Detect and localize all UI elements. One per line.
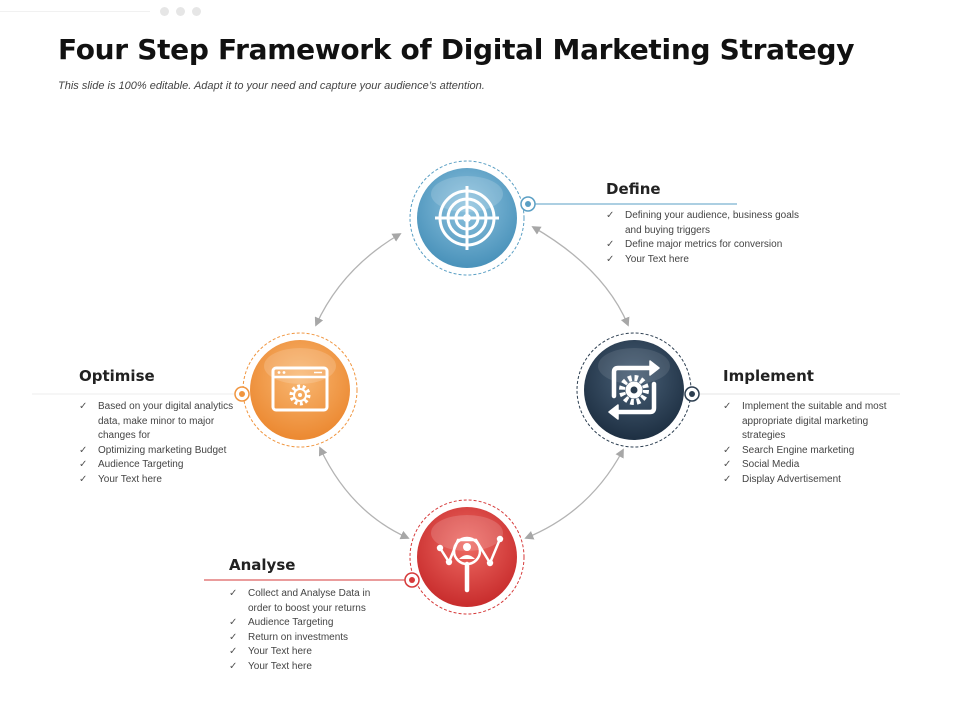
top-rule bbox=[0, 11, 150, 12]
list-item: Your Text here bbox=[606, 253, 806, 268]
slide-top-decoration bbox=[0, 0, 960, 22]
optimise-marker bbox=[234, 386, 250, 402]
define-heading: Define bbox=[606, 180, 661, 198]
list-item: Optimizing marketing Budget bbox=[79, 444, 244, 459]
analyse-bullet-list: Collect and Analyse Data in order to boo… bbox=[229, 587, 389, 674]
analyse-node bbox=[409, 499, 525, 615]
list-item: Audience Targeting bbox=[229, 616, 389, 631]
list-item: Your Text here bbox=[79, 473, 244, 488]
list-item: Return on investments bbox=[229, 631, 389, 646]
list-item: Audience Targeting bbox=[79, 458, 244, 473]
process-gear-icon bbox=[608, 360, 660, 420]
optimise-heading: Optimise bbox=[79, 367, 155, 385]
list-item: Search Engine marketing bbox=[723, 444, 903, 459]
analyse-marker bbox=[404, 572, 420, 588]
implement-heading: Implement bbox=[723, 367, 814, 385]
window-dot-3 bbox=[192, 7, 201, 16]
implement-bullet-list: Implement the suitable and most appropri… bbox=[723, 400, 903, 487]
implement-node bbox=[576, 332, 692, 448]
list-item: Your Text here bbox=[229, 660, 389, 675]
arrow-define-optimise bbox=[314, 233, 402, 327]
list-item: Collect and Analyse Data in order to boo… bbox=[229, 587, 389, 616]
define-node bbox=[409, 160, 525, 276]
page-subtitle: This slide is 100% editable. Adapt it to… bbox=[58, 80, 485, 92]
implement-marker bbox=[684, 386, 700, 402]
optimise-node bbox=[242, 332, 358, 448]
list-item: Social Media bbox=[723, 458, 903, 473]
define-bullet-list: Defining your audience, business goals a… bbox=[606, 209, 806, 267]
browser-gear-icon bbox=[271, 366, 329, 412]
arrow-implement-analyse bbox=[524, 448, 624, 540]
window-dot-1 bbox=[160, 7, 169, 16]
list-item: Define major metrics for conversion bbox=[606, 238, 806, 253]
analyse-heading: Analyse bbox=[229, 556, 296, 574]
arrow-optimise-analyse bbox=[318, 446, 410, 540]
define-marker bbox=[520, 196, 536, 212]
optimise-bullet-list: Based on your digital analytics data, ma… bbox=[79, 400, 244, 487]
list-item: Based on your digital analytics data, ma… bbox=[79, 400, 244, 444]
list-item: Defining your audience, business goals a… bbox=[606, 209, 806, 238]
page-title: Four Step Framework of Digital Marketing… bbox=[58, 33, 855, 66]
window-dot-2 bbox=[176, 7, 185, 16]
list-item: Your Text here bbox=[229, 645, 389, 660]
list-item: Implement the suitable and most appropri… bbox=[723, 400, 903, 444]
arrow-define-implement bbox=[531, 226, 630, 327]
list-item: Display Advertisement bbox=[723, 473, 903, 488]
